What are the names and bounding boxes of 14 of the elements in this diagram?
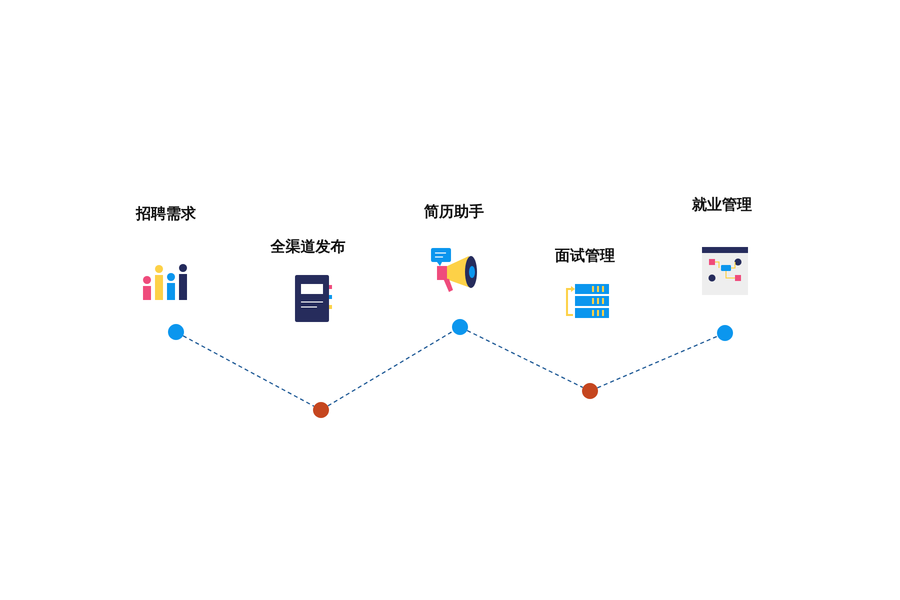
dashed-connector: [466, 330, 584, 388]
dashed-connector: [597, 336, 718, 388]
step-title: 就业管理: [692, 196, 752, 214]
step-title: 面试管理: [555, 246, 615, 266]
timeline-dot: [582, 383, 598, 399]
timeline-dot: [452, 319, 468, 335]
timeline-dot: [168, 324, 184, 340]
step-title: 全渠道发布: [270, 238, 346, 256]
timeline-dot: [717, 325, 733, 341]
step-title: 简历助手: [424, 202, 484, 222]
step-title: 招聘需求: [136, 204, 196, 224]
timeline-dot: [313, 402, 329, 418]
dashed-connector: [182, 335, 314, 407]
dashed-connector: [328, 330, 454, 406]
